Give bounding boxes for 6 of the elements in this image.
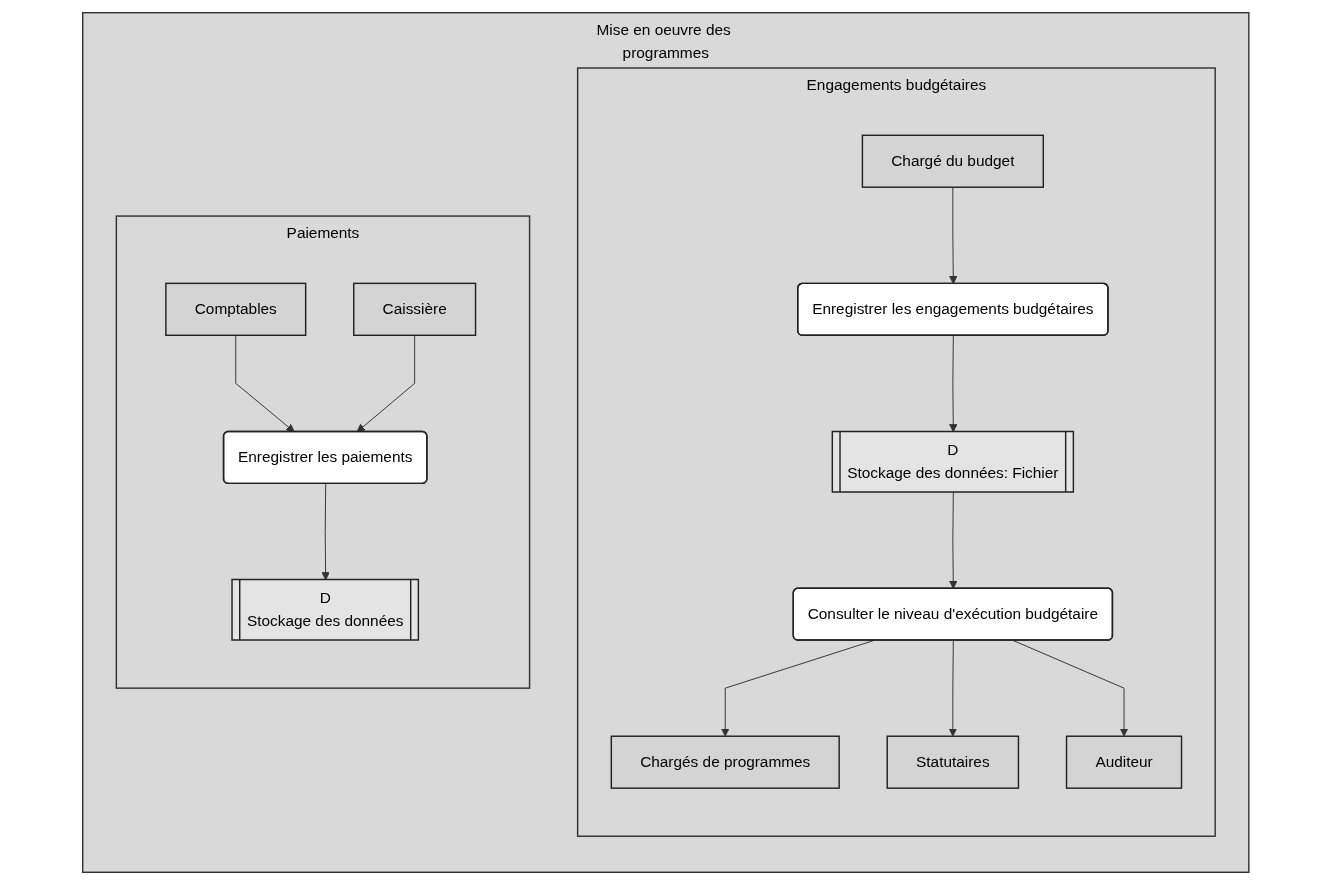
node-box: Chargé du budget (861, 134, 1044, 188)
node-box: Caissière (352, 282, 476, 336)
node-box: Auditeur (1065, 735, 1182, 789)
node-box: Statutaires (886, 735, 1019, 789)
node-box: Chargés de programmes (610, 735, 840, 789)
node-box: Comptables (164, 282, 307, 336)
